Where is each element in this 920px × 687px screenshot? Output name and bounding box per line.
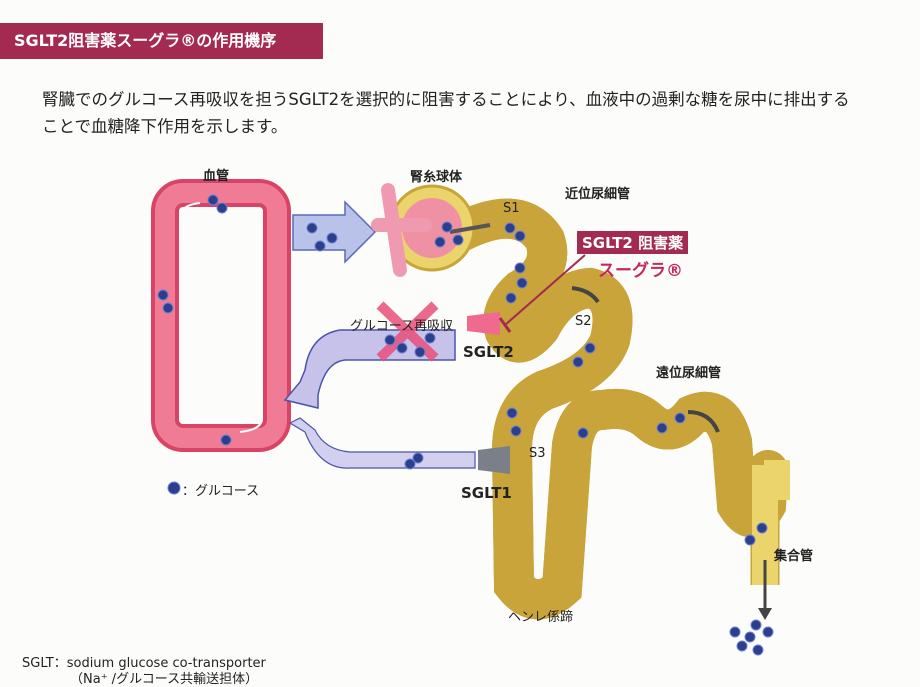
excretion-arrow-icon [758,608,772,620]
label-collecting-duct: 集合管 [774,549,814,564]
blood-vessel [151,179,291,452]
blood-flow-arrow-icon [292,200,377,264]
legend-glucose: ：グルコース [182,484,260,499]
filtration-arrow-icon [449,223,491,234]
description-line-1: 腎臓でのグルコース再吸収を担うSGLT2を選択的に阻害することにより、血液中の過… [42,90,850,109]
sglt2-transporter-icon [467,312,500,335]
label-blood-vessel: 血管 [203,169,230,184]
label-sglt2: SGLT2 [463,343,514,361]
label-sglt1: SGLT1 [461,484,512,502]
flow-arrow-icon [179,202,201,240]
footnote-line-2: （Na⁺ /グルコース共輸送担体） [70,672,259,687]
label-glomerulus: 腎糸球体 [410,170,463,185]
reabsorption-arrow-icon [283,329,456,409]
label-s1: S1 [503,201,520,216]
label-distal-tubule: 遠位尿細管 [656,366,722,381]
glucose-molecules [157,194,774,656]
blocked-x-icon [376,301,439,362]
flow-arrow-icon [571,286,600,304]
sglt1-return-arrow-icon [288,417,476,469]
label-loop-of-henle: ヘンレ係蹄 [508,610,574,625]
sglt1-transporter-icon [478,446,510,474]
footnote-line-1: SGLT：sodium glucose co-transporter [22,656,266,671]
drug-name-label: スーグラ® [598,261,683,281]
description-line-2: ことで血糖降下作用を示します。 [42,117,288,136]
label-s3: S3 [529,446,546,461]
label-s2: S2 [575,314,592,329]
flow-arrow-icon [239,395,263,433]
label-reabsorption: グルコース再吸収 [350,319,454,334]
drug-class-label: SGLT2 阻害薬 [577,231,689,254]
flow-arrow-icon [687,410,720,433]
label-proximal-tubule: 近位尿細管 [565,187,631,202]
glucose-legend-icon [167,481,181,495]
section-header: SGLT2阻害薬スーグラ®の作用機序 [0,23,323,59]
inhibition-line [504,254,586,326]
